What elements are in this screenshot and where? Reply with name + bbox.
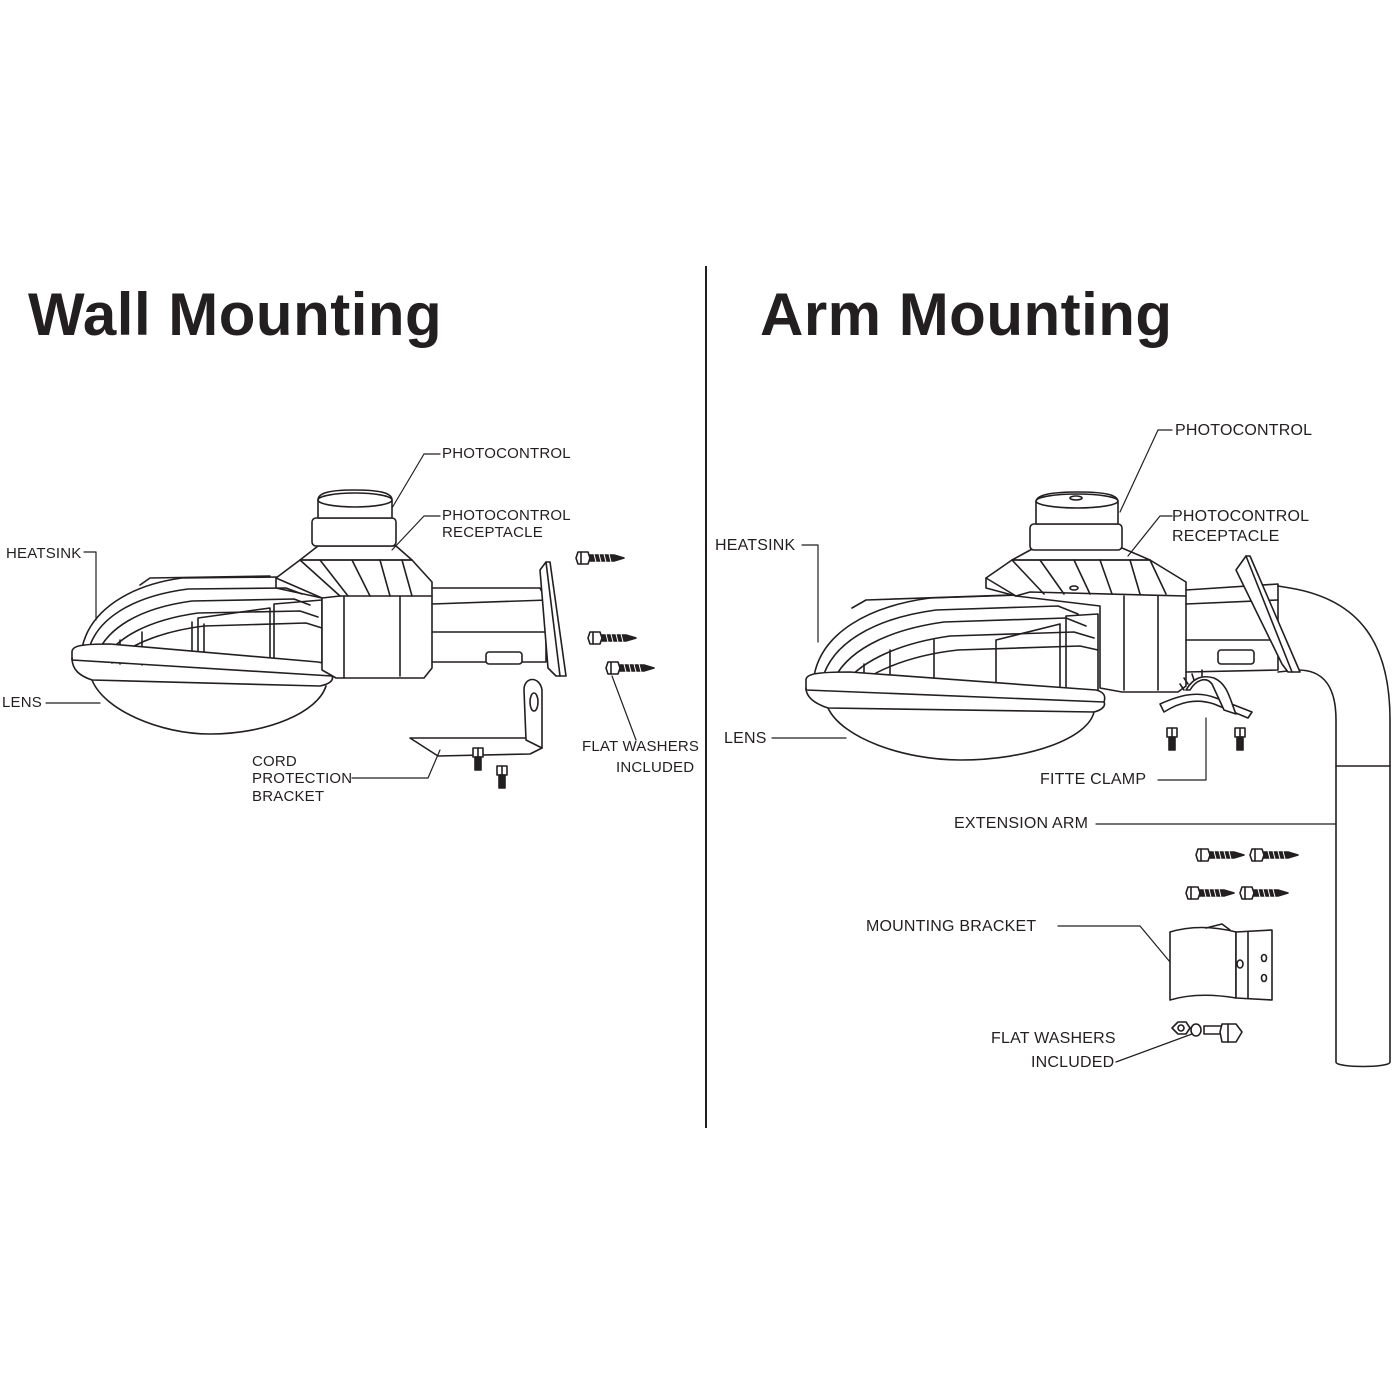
arm-receptacle-label-line1: PHOTOCONTROL: [1172, 508, 1310, 525]
wall-receptacle-label-line1: PHOTOCONTROL: [442, 507, 571, 524]
washer-nut-bolt: [1172, 1022, 1242, 1042]
wall-leader-lines: [46, 454, 636, 778]
cord-bracket-label-line1: CORD: [252, 753, 297, 770]
wall-photocontrol-label: PHOTOCONTROL: [442, 445, 571, 462]
wall-receptacle-label-line2: RECEPTACLE: [442, 524, 543, 541]
wall-housing: [276, 490, 432, 678]
arm-washers-label-line1: FLAT WASHERS: [991, 1030, 1116, 1047]
wall-lens-label: LENS: [2, 694, 42, 711]
arm-receptacle-label-line2: RECEPTACLE: [1172, 528, 1280, 545]
arm-mounting-title: Arm Mounting: [760, 281, 1173, 348]
wall-fixture: [72, 490, 655, 789]
wall-arm: [432, 562, 566, 676]
wall-heatsink-label: HEATSINK: [6, 545, 82, 562]
arm-fixture: [806, 492, 1390, 1067]
cord-bracket-label-line2: PROTECTION: [252, 770, 353, 787]
extension-arm-label: EXTENSION ARM: [954, 815, 1089, 832]
fitte-clamp-label: FITTE CLAMP: [1040, 771, 1147, 788]
cord-protection-bracket: [410, 680, 542, 789]
arm-heatsink-label: HEATSINK: [715, 537, 796, 554]
arm-lens: [806, 672, 1105, 760]
extension-arm-pipe: [1278, 586, 1390, 1067]
arm-stub: [1186, 556, 1300, 672]
wall-washers-label-line1: FLAT WASHERS: [582, 738, 700, 755]
fitte-clamp: [1160, 670, 1252, 751]
arm-lens-label: LENS: [724, 730, 767, 747]
wall-lens: [72, 644, 333, 734]
mounting-bracket-label: MOUNTING BRACKET: [866, 918, 1037, 935]
arm-screws: [1185, 848, 1299, 900]
panel-divider: [705, 266, 707, 1128]
wall-washers-label-line2: INCLUDED: [616, 759, 695, 776]
wall-mounting-title: Wall Mounting: [28, 281, 443, 348]
arm-photocontrol-label: PHOTOCONTROL: [1175, 422, 1313, 439]
arm-leader-lines: [772, 430, 1336, 1062]
mounting-bracket: [1170, 924, 1272, 1000]
arm-washers-label-line2: INCLUDED: [1031, 1054, 1115, 1071]
cord-bracket-label-line3: BRACKET: [252, 788, 325, 805]
wall-screws: [575, 551, 655, 675]
arm-housing: [986, 492, 1186, 692]
